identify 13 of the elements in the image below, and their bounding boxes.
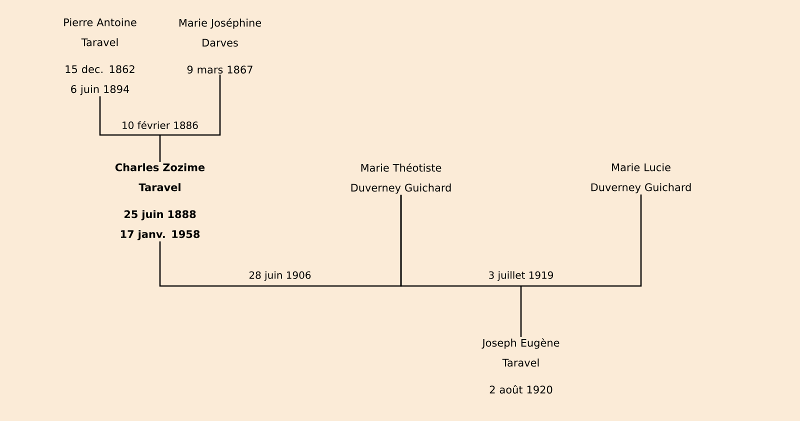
edge-label: 3 juillet 1919 [487, 270, 555, 282]
person-label: Joseph Eugène Taravel 2 août 1920 [482, 338, 560, 394]
person-label: Marie Théotiste Duverney Guichard [351, 163, 451, 194]
person-label: Pierre Antoine Taravel 15 dec. 1862 6 juin 1894 [64, 18, 136, 96]
person-label: Marie Lucie Duverney Guichard [591, 163, 691, 194]
edge-label: 10 février 1886 [120, 120, 200, 130]
connector-line [400, 194, 642, 287]
connector-line [99, 74, 221, 136]
person-label: Charles Zozime Taravel 25 juin 1888 17 janv. 1958 [115, 163, 205, 240]
connector-line [520, 286, 522, 337]
connector-line [159, 135, 161, 162]
person-label: Marie Joséphine Darves 9 mars 1867 [179, 18, 262, 74]
edge-label: 28 juin 1906 [248, 270, 312, 282]
